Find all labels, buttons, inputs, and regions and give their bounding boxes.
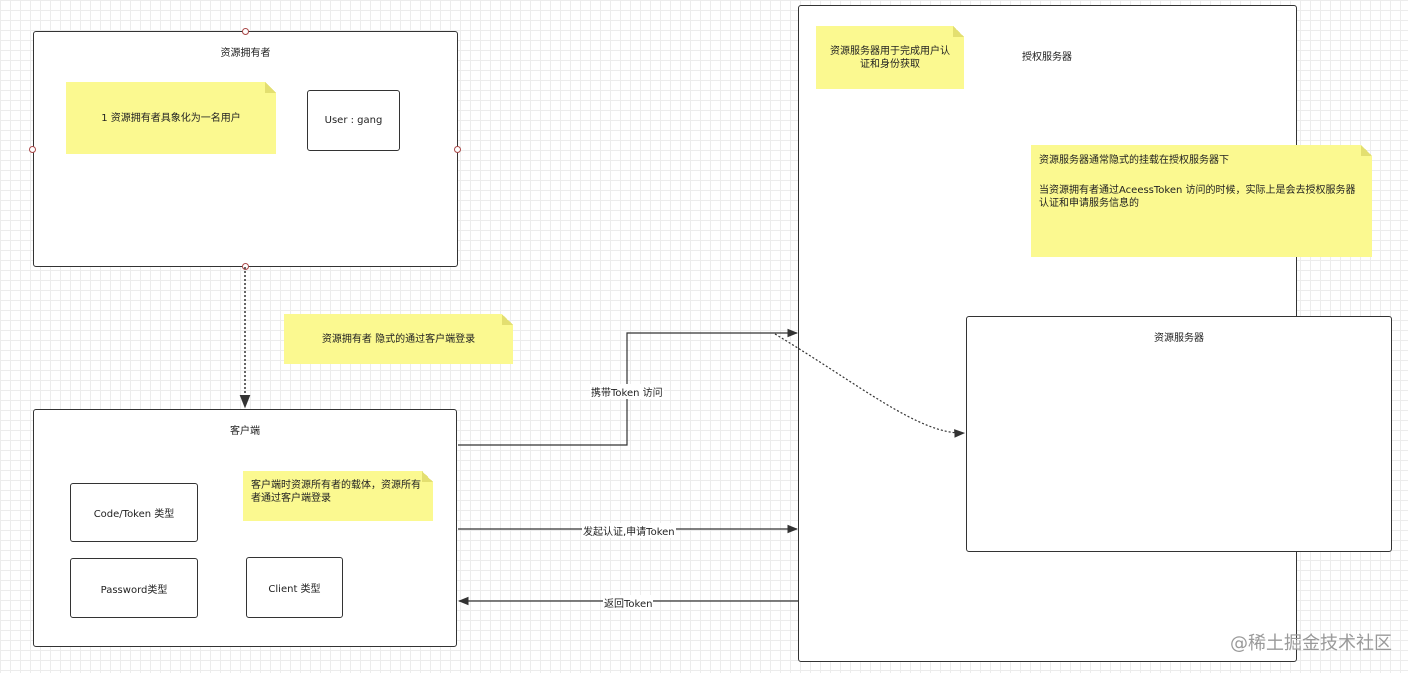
carry-token-label: 携带Token 访问 <box>590 384 664 399</box>
auth-server-note-line-1: 资源服务器通常隐式的挂载在授权服务器下 <box>1039 155 1229 166</box>
implicit-login-note: 资源拥有者 隐式的通过客户端登录 <box>284 314 513 364</box>
user-box[interactable]: User : gang <box>307 90 400 151</box>
connection-point[interactable] <box>454 146 461 153</box>
return-token-label: 返回Token <box>603 595 654 610</box>
auth-server-right-note: 资源服务器通常隐式的挂载在授权服务器下 当资源拥有者通过AceessToken … <box>1031 145 1372 257</box>
code-token-type-box[interactable]: Code/Token 类型 <box>70 483 198 542</box>
connection-point[interactable] <box>242 28 249 35</box>
connection-point[interactable] <box>29 146 36 153</box>
auth-server-title: 授权服务器 <box>1022 52 1072 63</box>
resource-server-box[interactable]: 资源服务器 <box>966 316 1392 552</box>
client-type-box[interactable]: Client 类型 <box>246 557 343 618</box>
request-token-label: 发起认证,申请Token <box>582 523 676 538</box>
client-note: 客户端时资源所有者的载体，资源所有者通过客户端登录 <box>243 471 433 521</box>
auth-to-resource-dotted-edge <box>774 333 966 438</box>
watermark: @稀土掘金技术社区 <box>1230 633 1392 654</box>
password-type-box[interactable]: Password类型 <box>70 558 198 618</box>
resource-owner-title: 资源拥有者 <box>220 48 271 59</box>
auth-server-top-note: 资源服务器用于完成用户认证和身份获取 <box>816 26 964 89</box>
client-title: 客户端 <box>230 426 260 437</box>
auth-server-note-line-2: 当资源拥有者通过AceessToken 访问的时候，实际上是会去授权服务器认证和… <box>1039 185 1356 209</box>
connection-point[interactable] <box>242 263 249 270</box>
resource-owner-note: 1 资源拥有者具象化为一名用户 <box>66 82 276 154</box>
resource-server-title: 资源服务器 <box>1154 333 1204 344</box>
